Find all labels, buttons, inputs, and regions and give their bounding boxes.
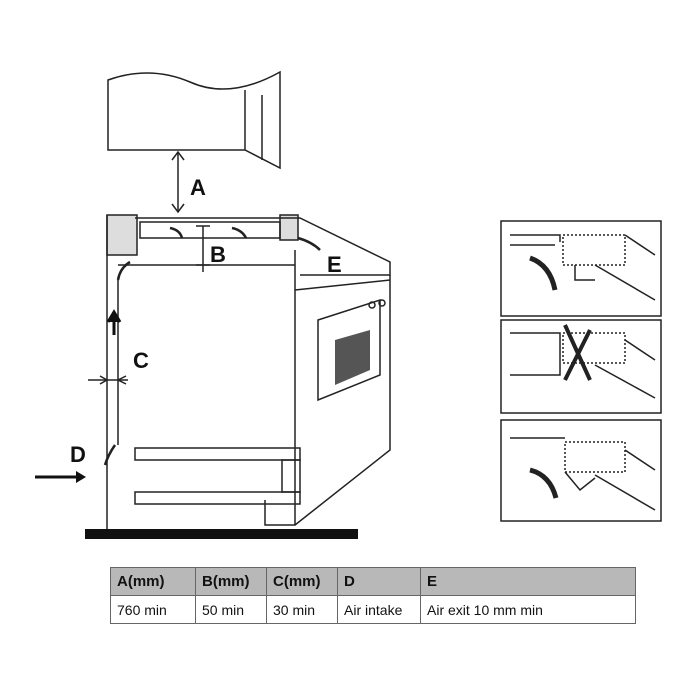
inset-wrong [500,319,662,414]
header-c: C(mm) [266,567,338,596]
label-d: D [70,442,86,467]
table-row: 760 min 50 min 30 min Air intake Air exi… [110,595,636,624]
value-a: 760 min [110,595,196,624]
worktop-left [106,214,138,256]
header-b: B(mm) [195,567,267,596]
header-a: A(mm) [110,567,196,596]
value-c: 30 min [266,595,338,624]
oven-door [317,298,381,402]
oven-body [264,250,391,526]
label-e: E [327,252,342,277]
label-b: B [210,242,226,267]
header-e: E [420,567,636,596]
table-header-row: A(mm) B(mm) C(mm) D E [110,567,636,596]
value-e: Air exit 10 mm min [420,595,636,624]
value-d: Air intake [337,595,421,624]
header-d: D [337,567,421,596]
wall-cabinet [107,70,281,170]
floor [85,529,358,539]
hob [135,217,391,276]
clearance-table: A(mm) B(mm) C(mm) D E 760 min 50 min 30 … [110,567,636,624]
value-b: 50 min [195,595,267,624]
label-a: A [190,175,206,200]
inset-correct-2 [500,419,662,522]
inset-correct-1 [500,220,662,317]
label-c: C [133,348,149,373]
